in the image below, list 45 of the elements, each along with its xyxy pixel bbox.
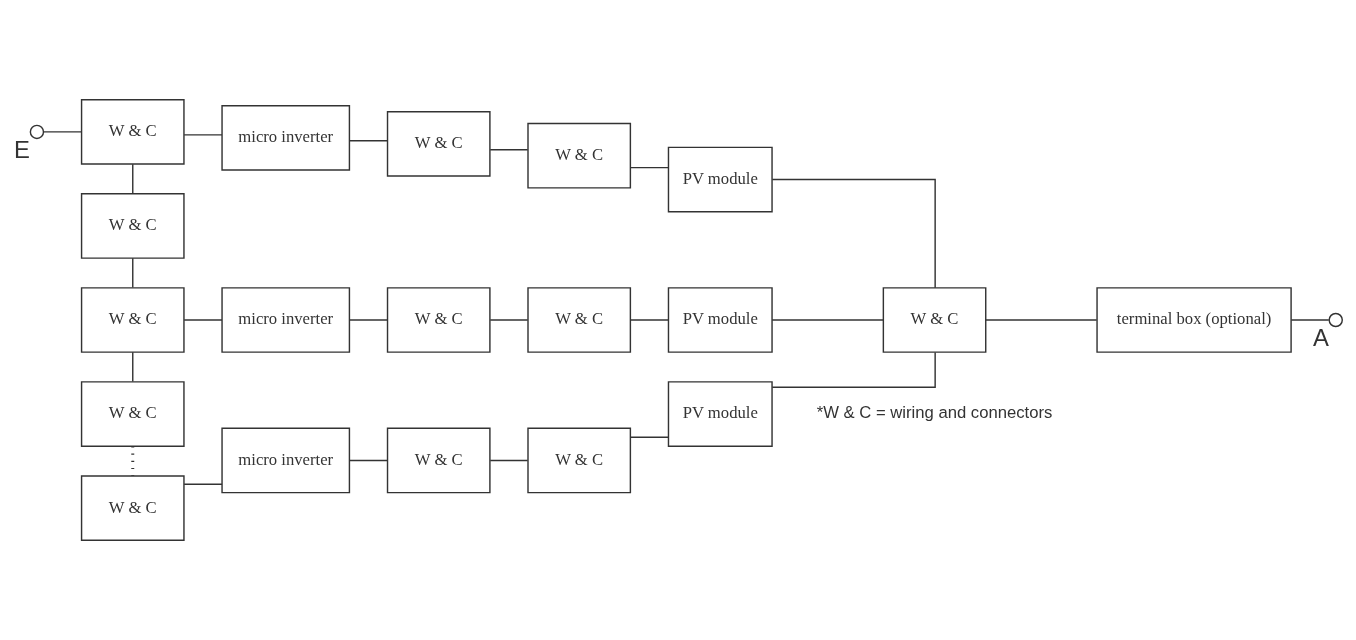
node-box: micro inverter [221,427,351,494]
node-box: W & C [386,287,491,353]
connector [771,351,936,388]
node-box: W & C [386,427,491,494]
node-circle [29,124,45,140]
node-label: E [14,135,30,163]
node-box: micro inverter [221,105,351,171]
connector [629,436,669,438]
connector [629,319,669,321]
node-box: W & C [386,110,491,177]
connector [1290,319,1330,321]
node-box: W & C [80,381,185,447]
node-box: W & C [80,193,185,259]
node-box: W & C [527,287,632,353]
connector [489,319,529,321]
node-box: terminal box (optional) [1096,287,1292,353]
connector [349,459,388,462]
connector [985,319,1098,321]
connector [771,178,936,289]
node-box: W & C [80,475,185,541]
node-label: A [1312,323,1329,351]
node-box: W & C [527,122,632,189]
node-box: W & C [80,99,185,165]
node-circle [1328,312,1343,328]
connector [771,319,884,321]
node-box: micro inverter [221,287,351,353]
node-box: W & C [882,287,987,353]
connector [183,134,223,136]
label: *W & C = wiring and connectors [816,403,1053,423]
connector [629,166,669,169]
connector [132,351,134,383]
node-box: PV module [667,381,773,447]
connector [349,140,388,142]
connector [489,149,529,151]
connector [132,257,134,289]
connector [349,319,388,321]
connector [489,459,529,462]
node-box: W & C [527,427,632,494]
node-box: W & C [80,287,185,353]
connector [183,319,223,321]
node-box: PV module [667,146,773,213]
node-box: PV module [667,287,773,353]
connector [183,483,223,485]
connector [42,131,82,133]
connector [132,163,134,195]
